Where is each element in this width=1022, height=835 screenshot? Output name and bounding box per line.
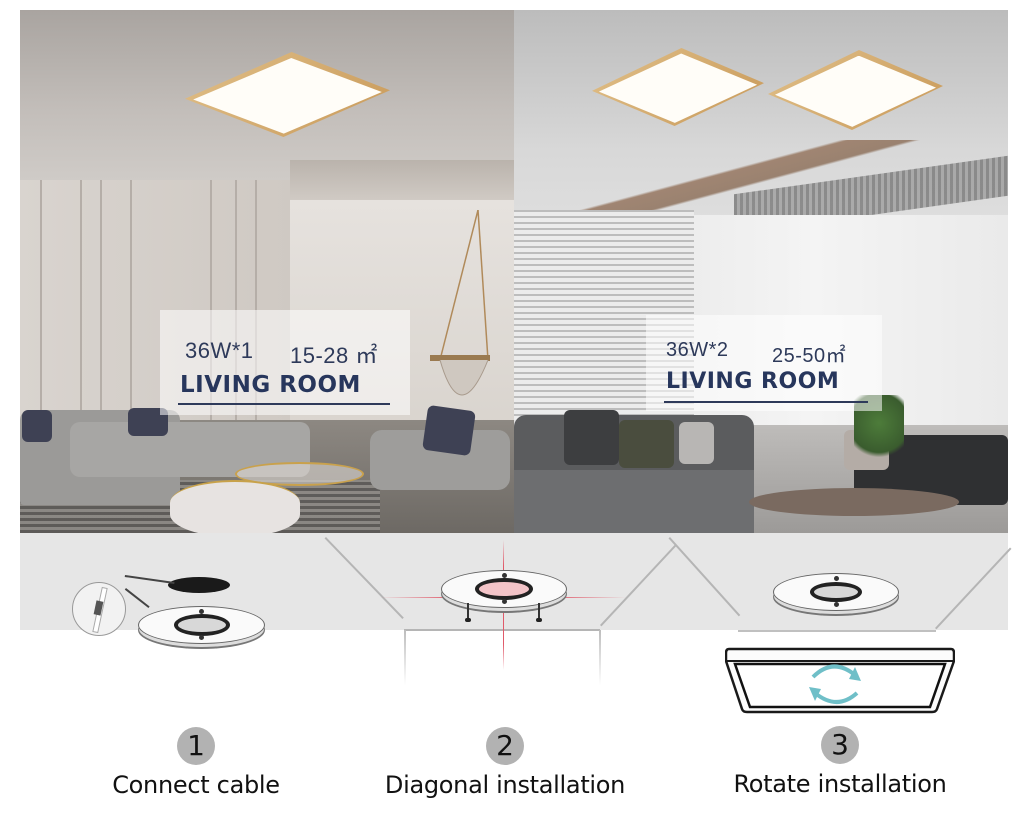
step-number-badge: 3	[821, 726, 859, 764]
spec-label-box: 36W*1 15-28 ㎡ LIVING ROOM	[160, 310, 410, 415]
power-spec: 36W*1	[185, 338, 254, 363]
install-step-3: 3 Rotate installation	[700, 726, 980, 798]
pillow	[619, 420, 674, 468]
ceiling-recess	[290, 160, 514, 200]
room-label: LIVING ROOM	[666, 369, 840, 394]
room-label: LIVING ROOM	[180, 372, 361, 398]
install-step-1: 1 Connect cable	[96, 727, 296, 799]
round-coffee-table	[170, 480, 300, 533]
ceiling-edge	[738, 630, 936, 632]
wall-line	[599, 630, 601, 685]
square-ceiling-lamp	[185, 52, 390, 137]
rotate-arrows-icon	[809, 664, 861, 704]
round-coffee-table	[749, 488, 959, 516]
ceiling-cable-hole	[168, 577, 230, 593]
area-spec: 15-28 ㎡	[290, 343, 378, 368]
hanging-chair	[430, 210, 490, 396]
step-label: Connect cable	[112, 771, 280, 799]
living-room-photo-double-lamp: 36W*2 25-50㎡ LIVING ROOM	[514, 10, 1008, 533]
sofa-seat	[514, 470, 754, 533]
pillow	[679, 422, 714, 464]
pillow	[22, 410, 52, 442]
mounting-base	[773, 573, 899, 611]
label-underline	[178, 403, 390, 405]
mounting-base	[441, 570, 567, 608]
square-ceiling-lamp	[768, 50, 943, 130]
screw	[465, 603, 471, 622]
square-ceiling-lamp	[592, 48, 764, 126]
step-label: Diagonal installation	[384, 771, 626, 799]
install-step-2: 2 Diagonal installation	[360, 727, 650, 799]
label-underline	[664, 401, 868, 403]
mounting-base	[138, 606, 265, 644]
area-spec: 25-50㎡	[772, 345, 847, 367]
step-number-badge: 2	[486, 727, 524, 765]
step-number-badge: 1	[177, 727, 215, 765]
ceiling-edge	[404, 629, 600, 631]
power-spec: 36W*2	[666, 339, 729, 361]
wall-line	[404, 630, 406, 685]
spec-label-box: 36W*2 25-50㎡ LIVING ROOM	[646, 315, 882, 411]
living-room-photo-single-lamp: 36W*1 15-28 ㎡ LIVING ROOM	[20, 10, 514, 533]
magnifier-detail	[72, 582, 126, 636]
square-lamp-panel	[725, 645, 955, 715]
screw	[536, 603, 542, 622]
pillow	[564, 410, 619, 465]
step-label: Rotate installation	[733, 770, 947, 798]
